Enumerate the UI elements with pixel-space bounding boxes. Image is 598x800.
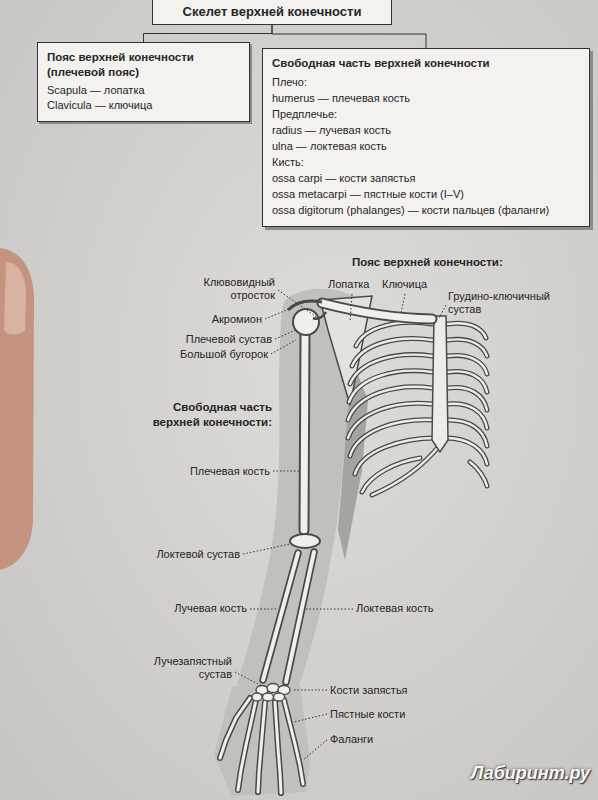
box-heading: Скелет верхней конечности	[161, 4, 383, 19]
part-label: Грудино-ключичный сустав	[448, 290, 563, 316]
finger-bone-fill	[220, 698, 303, 793]
elbow-joint	[290, 534, 320, 548]
box-heading: Свободная часть верхней конечности	[272, 56, 580, 71]
part-label: Фаланги	[330, 733, 450, 746]
carpal-bones	[252, 684, 290, 702]
part-label: Лучезапястный сустав	[132, 655, 232, 681]
forearm-bone-fill	[263, 552, 314, 682]
humerus-head	[293, 309, 319, 335]
part-label: Большой бугорок	[148, 348, 268, 361]
rib-outline	[348, 322, 487, 495]
box-line: humerus — плечевая кость	[272, 90, 580, 106]
finger-bone-outline	[220, 698, 303, 793]
box-heading: Пояс верхней конечности (плечевой пояс)	[47, 50, 240, 80]
root-box: Скелет верхней конечности	[152, 0, 392, 25]
hand-silhouette	[214, 686, 310, 796]
forearm-bone-outline	[263, 552, 314, 682]
part-label: Плечевой сустав	[152, 333, 272, 346]
sternum	[432, 316, 448, 452]
tree-connector	[272, 25, 426, 48]
part-label: Лучевая кость	[137, 602, 247, 615]
long-bone-fill	[304, 303, 432, 530]
part-label: Лопатка	[328, 278, 380, 291]
part-label: Клювовидный отросток	[195, 276, 275, 302]
fingernail	[4, 262, 26, 335]
part-label: Локтевой сустав	[130, 548, 240, 561]
category-box: Свободная часть верхней конечностиПлечо:…	[262, 48, 590, 227]
rib-fill	[348, 322, 487, 495]
box-line: ossa metacarpi — пястные кости (I–V)	[272, 186, 580, 202]
watermark: Лабиринт.ру	[440, 762, 590, 784]
box-line: ossa digitorum (phalanges) — кости пальц…	[272, 202, 580, 218]
part-label: Ключица	[382, 278, 438, 291]
box-line: Clavicula — ключица	[47, 98, 240, 113]
section-heading: Пояс верхней конечности:	[352, 255, 532, 270]
box-line: radius — лучевая кость	[272, 122, 580, 138]
tree-connector	[144, 25, 273, 42]
box-line: ulna — локтевая кость	[272, 138, 580, 154]
section-heading: Свободная часть верхней конечности:	[137, 400, 272, 430]
part-label: Пястные кости	[330, 708, 450, 721]
part-label: Акромион	[182, 313, 262, 326]
part-label: Локтевая кость	[356, 602, 466, 615]
part-label: Плечевая кость	[150, 465, 270, 478]
coracoid-shape	[313, 312, 326, 319]
box-line: Предплечье:	[272, 106, 580, 122]
box-line: Кисть:	[272, 154, 580, 170]
finger	[0, 248, 34, 570]
box-line: Плечо:	[272, 74, 580, 90]
part-label: Кости запястья	[330, 684, 450, 697]
long-bone-outline	[304, 303, 432, 530]
box-line: ossa carpi — кости запястья	[272, 170, 580, 186]
category-box: Пояс верхней конечности (плечевой пояс) S…	[37, 42, 250, 122]
box-line: Scapula — лопатка	[47, 83, 240, 98]
